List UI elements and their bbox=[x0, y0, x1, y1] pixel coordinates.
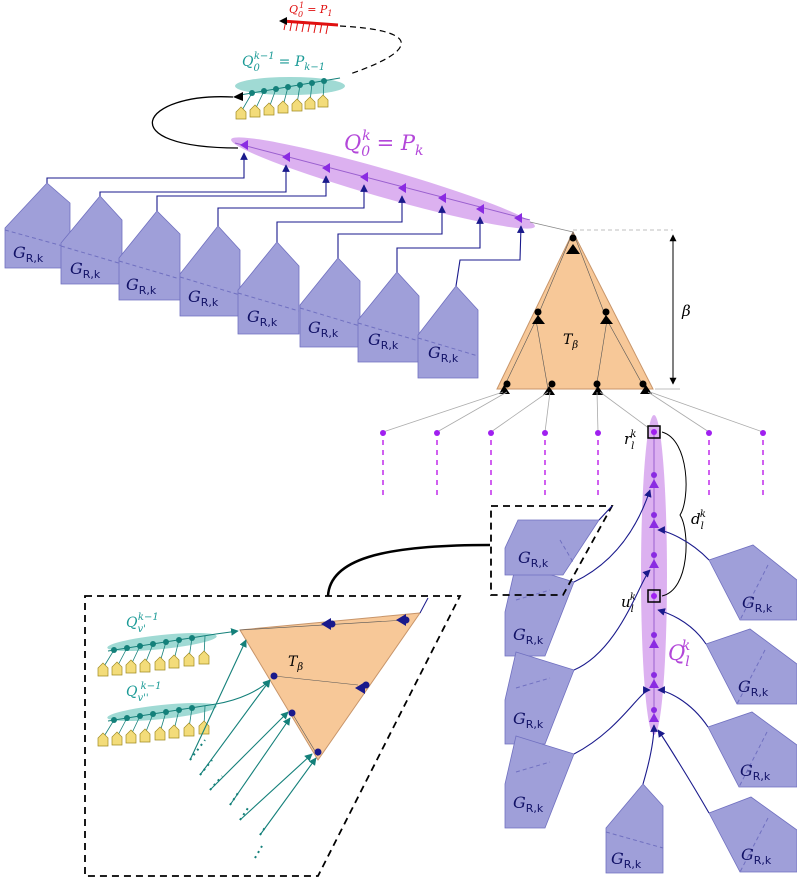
gadget-label: GR,k bbox=[308, 318, 339, 340]
gadget-top-5: GR,k bbox=[237, 241, 300, 335]
gadget-top-3: GR,k bbox=[118, 210, 181, 301]
q01-label: Q01= P1 bbox=[289, 1, 332, 19]
small-dashed-box: GR,k bbox=[490, 505, 614, 596]
gadget-connectors-top bbox=[46, 152, 525, 287]
gadget-top-1: GR,k bbox=[4, 182, 71, 269]
inset-qv2-path bbox=[97, 702, 217, 747]
link-qk-to-qk1 bbox=[151, 96, 239, 149]
gadget-label: GR,k bbox=[428, 343, 459, 365]
qv-label: Qv'k−1 bbox=[126, 612, 159, 635]
gadget-label: GR,k bbox=[741, 845, 772, 867]
gadget-label: GR,k bbox=[513, 709, 544, 731]
gadget-label: GR,k bbox=[70, 259, 101, 281]
tree-leaf-stubs bbox=[380, 391, 766, 495]
d-brace bbox=[661, 431, 687, 597]
beta-height-marker bbox=[573, 229, 680, 390]
gadget-right-3: GR,k bbox=[707, 711, 797, 788]
gadget-right-2: GR,k bbox=[705, 628, 797, 705]
gadget-left-1: GR,k bbox=[504, 563, 575, 657]
gadget-top-7: GR,k bbox=[357, 271, 420, 363]
zoom-link bbox=[326, 543, 491, 597]
gadget-label: GR,k bbox=[126, 275, 157, 297]
gadget-label: GR,k bbox=[738, 677, 769, 699]
tree-label: Tβ bbox=[563, 332, 578, 351]
gadget-bottom: GR,k bbox=[605, 783, 664, 874]
gadget-label: GR,k bbox=[247, 307, 278, 329]
gadget-label: GR,k bbox=[518, 548, 549, 570]
q0k-label: Q0k= Pk bbox=[344, 128, 424, 160]
beta-label: β bbox=[681, 302, 691, 320]
gadget-label: GR,k bbox=[740, 761, 771, 783]
u-label: ulk bbox=[621, 592, 636, 615]
gadget-right-4: GR,k bbox=[708, 796, 797, 873]
d-label: dlk bbox=[691, 509, 706, 532]
inset-teal-connectors bbox=[189, 628, 317, 836]
gadget-label: GR,k bbox=[513, 625, 544, 647]
gadget-right-1: GR,k bbox=[708, 544, 797, 621]
inset-qv-path bbox=[97, 632, 217, 677]
gadget-top-8: GR,k bbox=[417, 285, 479, 379]
gadget-label: GR,k bbox=[188, 287, 219, 309]
r-label: rlk bbox=[624, 429, 636, 452]
dashed-link-top bbox=[339, 25, 402, 75]
qv2-label: Qv''k−1 bbox=[126, 681, 161, 704]
q0k-path bbox=[231, 137, 535, 229]
inset-teal-stubs bbox=[189, 739, 267, 859]
ql-label: Qlk bbox=[668, 638, 690, 670]
inset-tree-label: Tβ bbox=[288, 654, 303, 673]
gadget-label: GR,k bbox=[611, 849, 642, 871]
tree-t-beta bbox=[496, 221, 654, 395]
gadget-top-2: GR,k bbox=[60, 195, 123, 285]
gadget-left-2: GR,k bbox=[504, 651, 575, 745]
ql-path bbox=[641, 415, 667, 735]
gadget-label: GR,k bbox=[742, 593, 773, 615]
gadget-left-3: GR,k bbox=[504, 735, 575, 829]
q0k1-path bbox=[233, 77, 345, 120]
gadget-label: GR,k bbox=[513, 793, 544, 815]
gadget-top-4: GR,k bbox=[179, 225, 241, 317]
gadget-label: GR,k bbox=[13, 243, 44, 265]
q01-path bbox=[279, 17, 339, 35]
gadget-label: GR,k bbox=[368, 330, 399, 352]
large-dashed-box bbox=[84, 595, 462, 877]
gadget-top-6: GR,k bbox=[299, 257, 361, 348]
q0k1-label: Q0k−1= Pk−1 bbox=[242, 51, 325, 74]
gadget-connectors-right bbox=[573, 489, 710, 814]
